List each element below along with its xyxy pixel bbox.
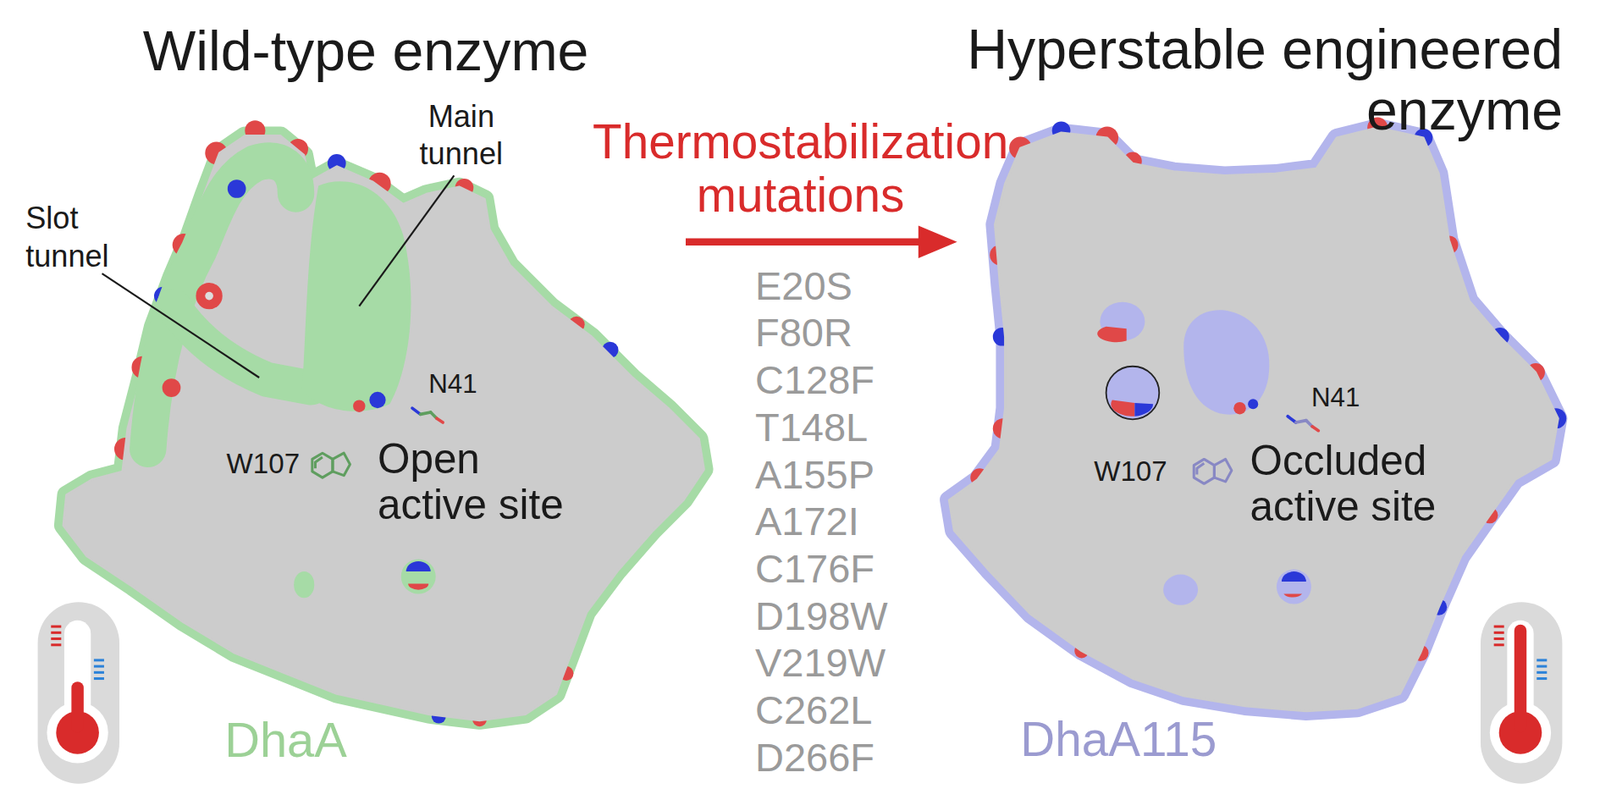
mutation-label: A155P [755, 451, 875, 498]
thermometer-high [1480, 601, 1562, 784]
thermometer-high-part [1494, 626, 1505, 646]
residue-stick-part [436, 418, 443, 423]
leader-line [358, 175, 454, 306]
residue-label: N41 [428, 369, 477, 400]
slot-tunnel [173, 306, 312, 388]
thermometer-low-part-part [50, 631, 61, 635]
residue-stick-part [332, 452, 350, 476]
surface-dab [1097, 326, 1127, 343]
thermometer-low-part [71, 681, 83, 733]
cavity [293, 571, 315, 598]
panel-title: Hyperstable engineered enzyme [919, 18, 1563, 142]
leader-line [102, 273, 260, 378]
mutation-label: D198W [755, 592, 889, 640]
process-arrow [685, 225, 958, 259]
enzyme-name: DhaA115 [1020, 713, 1217, 767]
cavity [1106, 366, 1160, 420]
site-label: Occluded active site [1250, 437, 1441, 530]
thermometer-high-part-part [1536, 671, 1547, 674]
arrow-label: Thermostabilization mutations [562, 115, 1038, 222]
wild-type-protein [63, 120, 705, 727]
callout-label: Slot tunnel [25, 199, 144, 276]
mutation-label: C262L [755, 686, 873, 734]
surface-dab [1134, 402, 1154, 417]
residue-label: W107 [226, 448, 301, 480]
thermometer-low-part [93, 660, 105, 679]
thermometer-high-part-part [1494, 637, 1505, 640]
surface-dab [408, 583, 429, 590]
residue-stick-part [1193, 458, 1214, 484]
thermometer-high-part-part [1494, 643, 1505, 646]
surface-rim [948, 127, 1559, 712]
cavity [1276, 569, 1312, 605]
surface-dab [1281, 571, 1307, 582]
residue-stick [1287, 416, 1319, 431]
surface-dab [406, 561, 431, 572]
residue-label: N41 [1311, 382, 1360, 414]
surface-dab [1110, 400, 1135, 417]
thermometer-low-part [38, 601, 120, 784]
residue-stick [412, 408, 443, 423]
thermometer-high-part [1514, 624, 1527, 734]
thermometer-low-part [50, 626, 61, 646]
thermometer-low-part-part [93, 665, 105, 668]
residue-stick [312, 452, 351, 478]
mutation-label: C176F [755, 545, 875, 592]
residue-stick-part [1312, 426, 1319, 431]
thermometer-low-part-part [93, 677, 105, 680]
thermometer-high-part [1480, 601, 1562, 784]
residue-stick-part [314, 457, 322, 469]
thermometer-high-part [1536, 660, 1547, 679]
surface-dab [1283, 594, 1303, 598]
surface-dab [227, 179, 247, 199]
thermometer-low-part-part [50, 643, 61, 646]
thermometer-low [38, 601, 120, 784]
callout-label: Main tunnel [402, 98, 521, 174]
surface-dab [1247, 398, 1258, 409]
cavity [1183, 309, 1269, 414]
enzyme-name: DhaA [224, 713, 348, 767]
surface-dab [369, 391, 386, 409]
mutation-label: A172I [755, 497, 860, 545]
thermometer-low-part-part [50, 637, 61, 640]
surface-dab [1233, 402, 1246, 414]
surface-rim [63, 135, 705, 721]
mutation-label: D266F [755, 733, 875, 781]
residue-stick-part [420, 412, 431, 414]
cavity [401, 559, 436, 595]
mutation-label: F80R [755, 308, 853, 356]
mutation-label: V219W [755, 639, 886, 686]
residue-stick [1193, 458, 1232, 484]
process-arrow-part [685, 237, 924, 245]
surface-dab [195, 282, 222, 309]
surface-dab [204, 292, 214, 301]
thermometer-low-part-part [50, 625, 61, 629]
residue-stick-part [1197, 463, 1204, 475]
process-arrow-part [918, 225, 958, 259]
protein-body [948, 127, 1559, 712]
residue-stick-part [312, 452, 333, 478]
mutation-label: T148L [755, 403, 868, 451]
thermometer-low-part-part [93, 658, 105, 662]
protein-body [63, 135, 705, 721]
residue-stick-part [1296, 420, 1307, 423]
surface-dab [353, 400, 365, 413]
engineered-protein [948, 117, 1567, 712]
cavity [1163, 574, 1198, 606]
main-tunnel [302, 181, 412, 412]
mutation-label: E20S [755, 262, 853, 309]
thermometer-high-part-part [1536, 658, 1547, 662]
thermometer-high-part-part [1494, 625, 1505, 629]
panel-title: Wild-type enzyme [143, 20, 590, 82]
mutation-label: C128F [755, 356, 875, 403]
surface-dab [162, 378, 182, 398]
residue-label: W107 [1093, 456, 1168, 487]
thermometer-high-part-part [1536, 665, 1547, 668]
residue-stick-part [1213, 458, 1231, 482]
thermometer-low-part-part [93, 671, 105, 674]
thermometer-high-part-part [1536, 677, 1547, 680]
site-label: Open active site [377, 435, 569, 528]
thermometer-high-part-part [1494, 631, 1505, 635]
